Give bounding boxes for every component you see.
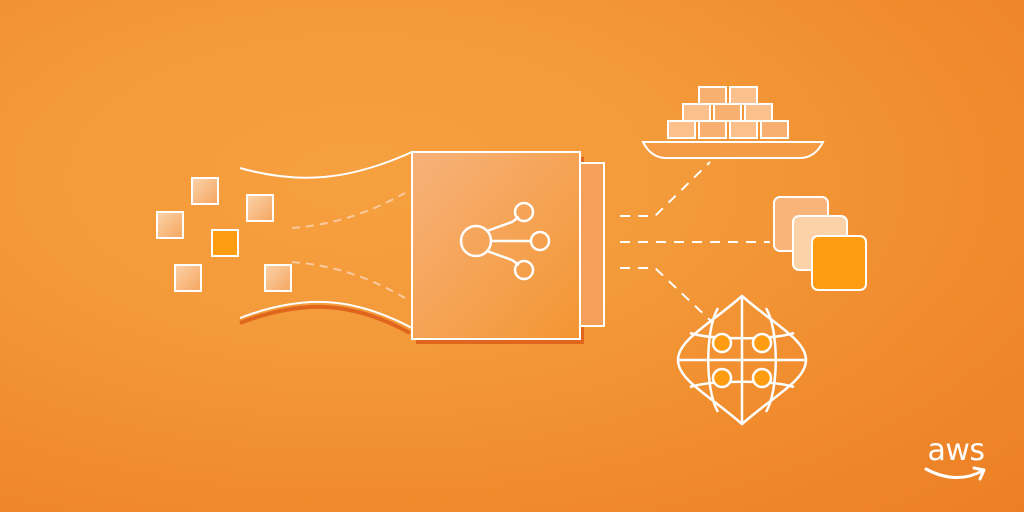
brick-pyramid-icon [641,86,825,159]
funnel [239,151,413,335]
outgoing-routes [620,161,770,323]
event-bus-icon [459,201,551,281]
route-to-globe [620,267,713,323]
event-square [191,177,219,205]
aws-logo-text: aws [927,433,985,468]
stacked-squares-icon [773,196,867,291]
event-square [174,264,202,292]
network-globe-icon [676,294,808,426]
smile-arrow-icon [924,466,986,481]
event-square [211,229,239,257]
event-square [264,264,292,292]
event-square [156,211,184,239]
aws-logo: aws [918,434,994,490]
incoming-events [156,177,292,292]
event-bus-box [411,151,605,344]
event-square [246,194,274,222]
route-to-bricks [620,161,711,217]
